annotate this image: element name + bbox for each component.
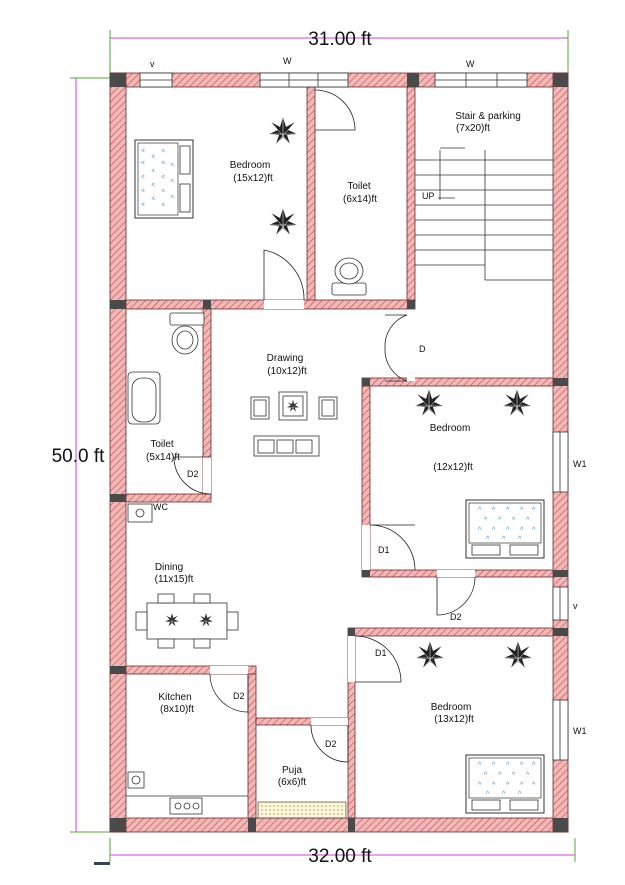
plant-icon-5 bbox=[415, 640, 445, 669]
door-label-d1-mid: D1 bbox=[378, 545, 390, 555]
columns bbox=[110, 73, 568, 832]
plant-icon-6 bbox=[503, 640, 533, 669]
staircase bbox=[415, 147, 553, 281]
door-label-d2-toilet: D2 bbox=[187, 469, 199, 479]
drawing-name: Drawing bbox=[267, 353, 304, 364]
left-dimension-label: 50.0 ft bbox=[52, 446, 106, 467]
bedroom-top-name: Bedroom bbox=[230, 160, 271, 171]
windows bbox=[139, 72, 569, 761]
door-label-d: D bbox=[419, 344, 426, 354]
dimension-lines bbox=[70, 30, 576, 865]
door-label-d2-puja: D2 bbox=[325, 739, 337, 749]
bedroom-mid-size: (12x12)ft bbox=[433, 462, 473, 473]
dining-name: Dining bbox=[155, 562, 183, 573]
drawing-size: (10x12)ft bbox=[267, 366, 307, 377]
dining-size: (11x15)ft bbox=[155, 574, 194, 585]
plant-icon-2 bbox=[268, 207, 298, 236]
wash-basin-icon bbox=[127, 503, 153, 523]
puja-size: (6x6)ft bbox=[278, 777, 307, 788]
sofa-set-icon bbox=[250, 391, 338, 457]
bathtub-icon bbox=[127, 371, 161, 425]
top-dimension-label: 31.00 ft bbox=[308, 29, 372, 50]
plant-icon-1 bbox=[268, 116, 298, 145]
doors bbox=[173, 89, 476, 763]
furniture bbox=[126, 116, 545, 819]
wc-label: WC bbox=[153, 502, 168, 512]
bed-bottom-icon bbox=[465, 754, 545, 814]
door-label-d2-passage: D2 bbox=[450, 612, 462, 622]
window-label-w1-bottom: W1 bbox=[573, 726, 587, 736]
plant-icon-3 bbox=[414, 388, 444, 417]
plant-icon-4 bbox=[502, 388, 532, 417]
door-label-d2-kitchen: D2 bbox=[233, 691, 245, 701]
stair-name: Stair & parking bbox=[455, 111, 521, 122]
kitchen-counter-icon bbox=[126, 771, 248, 815]
window-label-v-right: v bbox=[573, 601, 578, 611]
bedroom-bottom-name: Bedroom bbox=[431, 702, 472, 713]
window-label-w1-mid: W1 bbox=[573, 459, 587, 469]
toilet-left-name: Toilet bbox=[150, 439, 174, 450]
wc-seat-icon bbox=[169, 312, 205, 355]
puja-name: Puja bbox=[282, 765, 302, 776]
window-label-w-1: W bbox=[283, 56, 292, 66]
bed-top-icon bbox=[134, 139, 194, 219]
commode-icon bbox=[331, 257, 367, 296]
bedroom-mid-name: Bedroom bbox=[430, 423, 471, 434]
bottom-dimension-label: 32.00 ft bbox=[308, 846, 372, 867]
stair-size: (7x20)ft bbox=[456, 123, 490, 134]
stair-up-label: UP bbox=[422, 191, 435, 201]
toilet-left-size: (5x14)ft bbox=[146, 452, 180, 463]
window-label-v-top: v bbox=[150, 59, 155, 69]
labels: 31.00 ft 32.00 ft 50.0 ft v W W Bedroom … bbox=[52, 29, 587, 867]
window-label-w-2: W bbox=[466, 59, 475, 69]
puja-platform bbox=[257, 801, 347, 819]
toilet-top-size: (6x14)ft bbox=[343, 194, 377, 205]
toilet-top-name: Toilet bbox=[347, 181, 371, 192]
kitchen-name: Kitchen bbox=[158, 692, 191, 703]
bedroom-top-size: (15x12)ft bbox=[233, 173, 273, 184]
bedroom-bottom-size: (13x12)ft bbox=[434, 714, 474, 725]
door-label-d1-bottom: D1 bbox=[375, 648, 387, 658]
kitchen-size: (8x10)ft bbox=[160, 704, 194, 715]
dining-table-icon bbox=[135, 593, 239, 649]
bed-mid-icon bbox=[465, 499, 545, 559]
